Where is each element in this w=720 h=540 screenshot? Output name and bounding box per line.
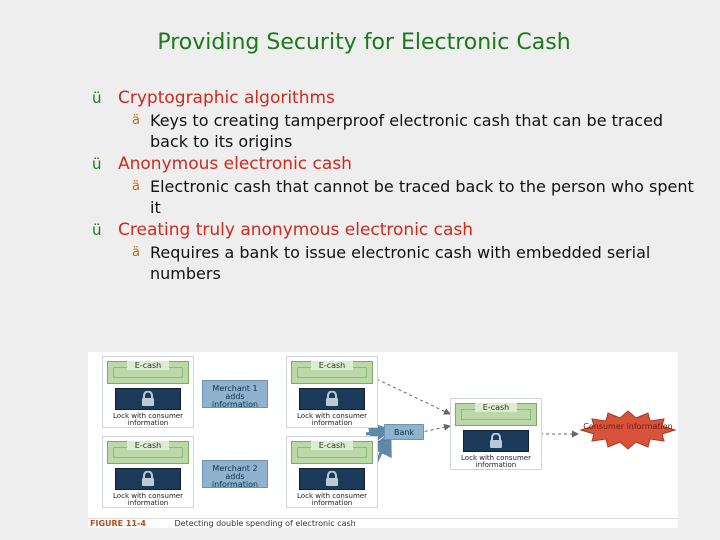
ecash-note: E-cash Lock with consumer information [102, 356, 194, 428]
padlock-icon [115, 388, 181, 410]
bullet-item: ü Creating truly anonymous electronic ca… [92, 218, 702, 242]
bullet-text: Anonymous electronic cash [118, 154, 352, 174]
padlock-icon [299, 388, 365, 410]
merchant-2-box: Merchant 2 adds information [202, 460, 268, 489]
arrow-icon: ä [132, 245, 140, 260]
burst-shape [580, 410, 676, 450]
sub-bullet-text: Keys to creating tamperproof electronic … [150, 111, 664, 151]
ecash-bill: E-cash [107, 441, 189, 465]
bullet-text: Cryptographic algorithms [118, 88, 335, 108]
figure-label: FIGURE 11-4 [90, 519, 146, 528]
ecash-bill: E-cash [455, 403, 537, 427]
bullet-item: ü Cryptographic algorithms [92, 86, 702, 110]
consumer-label: Consumer information [583, 422, 673, 431]
bullet-text: Creating truly anonymous electronic cash [118, 220, 474, 240]
figure-caption-text: Detecting double spending of electronic … [174, 519, 356, 528]
sub-bullet-text: Electronic cash that cannot be traced ba… [150, 177, 694, 217]
ecash-note: E-cash Lock with consumer information [286, 436, 378, 508]
bullet-list: ü Cryptographic algorithms ä Keys to cre… [92, 86, 702, 284]
bank-box: Bank [384, 424, 424, 440]
lock-caption: Lock with consumer information [297, 492, 367, 507]
slide-title: Providing Security for Electronic Cash [157, 30, 571, 55]
figure-caption: FIGURE 11-4 Detecting double spending of… [88, 518, 678, 528]
ecash-bill: E-cash [291, 441, 373, 465]
lock-caption: Lock with consumer information [461, 454, 531, 469]
double-spending-figure: E-cash Lock with consumer information E-… [88, 352, 678, 528]
merchant-1-box: Merchant 1 adds information [202, 380, 268, 409]
consumer-info-burst: Consumer information [580, 410, 676, 450]
ecash-bill: E-cash [291, 361, 373, 385]
padlock-icon [115, 468, 181, 490]
sub-bullet-text: Requires a bank to issue electronic cash… [150, 243, 651, 283]
arrow-icon: ä [132, 179, 140, 194]
lock-caption: Lock with consumer information [113, 492, 183, 507]
check-icon: ü [92, 155, 102, 173]
padlock-icon [299, 468, 365, 490]
ecash-note: E-cash Lock with consumer information [102, 436, 194, 508]
ecash-note: E-cash Lock with consumer information [450, 398, 542, 470]
bullet-item: ü Anonymous electronic cash [92, 152, 702, 176]
lock-caption: Lock with consumer information [113, 412, 183, 427]
padlock-icon [463, 430, 529, 452]
ecash-note: E-cash Lock with consumer information [286, 356, 378, 428]
check-icon: ü [92, 221, 102, 239]
check-icon: ü [92, 89, 102, 107]
sub-bullet-item: ä Keys to creating tamperproof electroni… [92, 110, 702, 152]
lock-caption: Lock with consumer information [297, 412, 367, 427]
ecash-bill: E-cash [107, 361, 189, 385]
sub-bullet-item: ä Electronic cash that cannot be traced … [92, 176, 702, 218]
sub-bullet-item: ä Requires a bank to issue electronic ca… [92, 242, 702, 284]
arrow-icon: ä [132, 113, 140, 128]
